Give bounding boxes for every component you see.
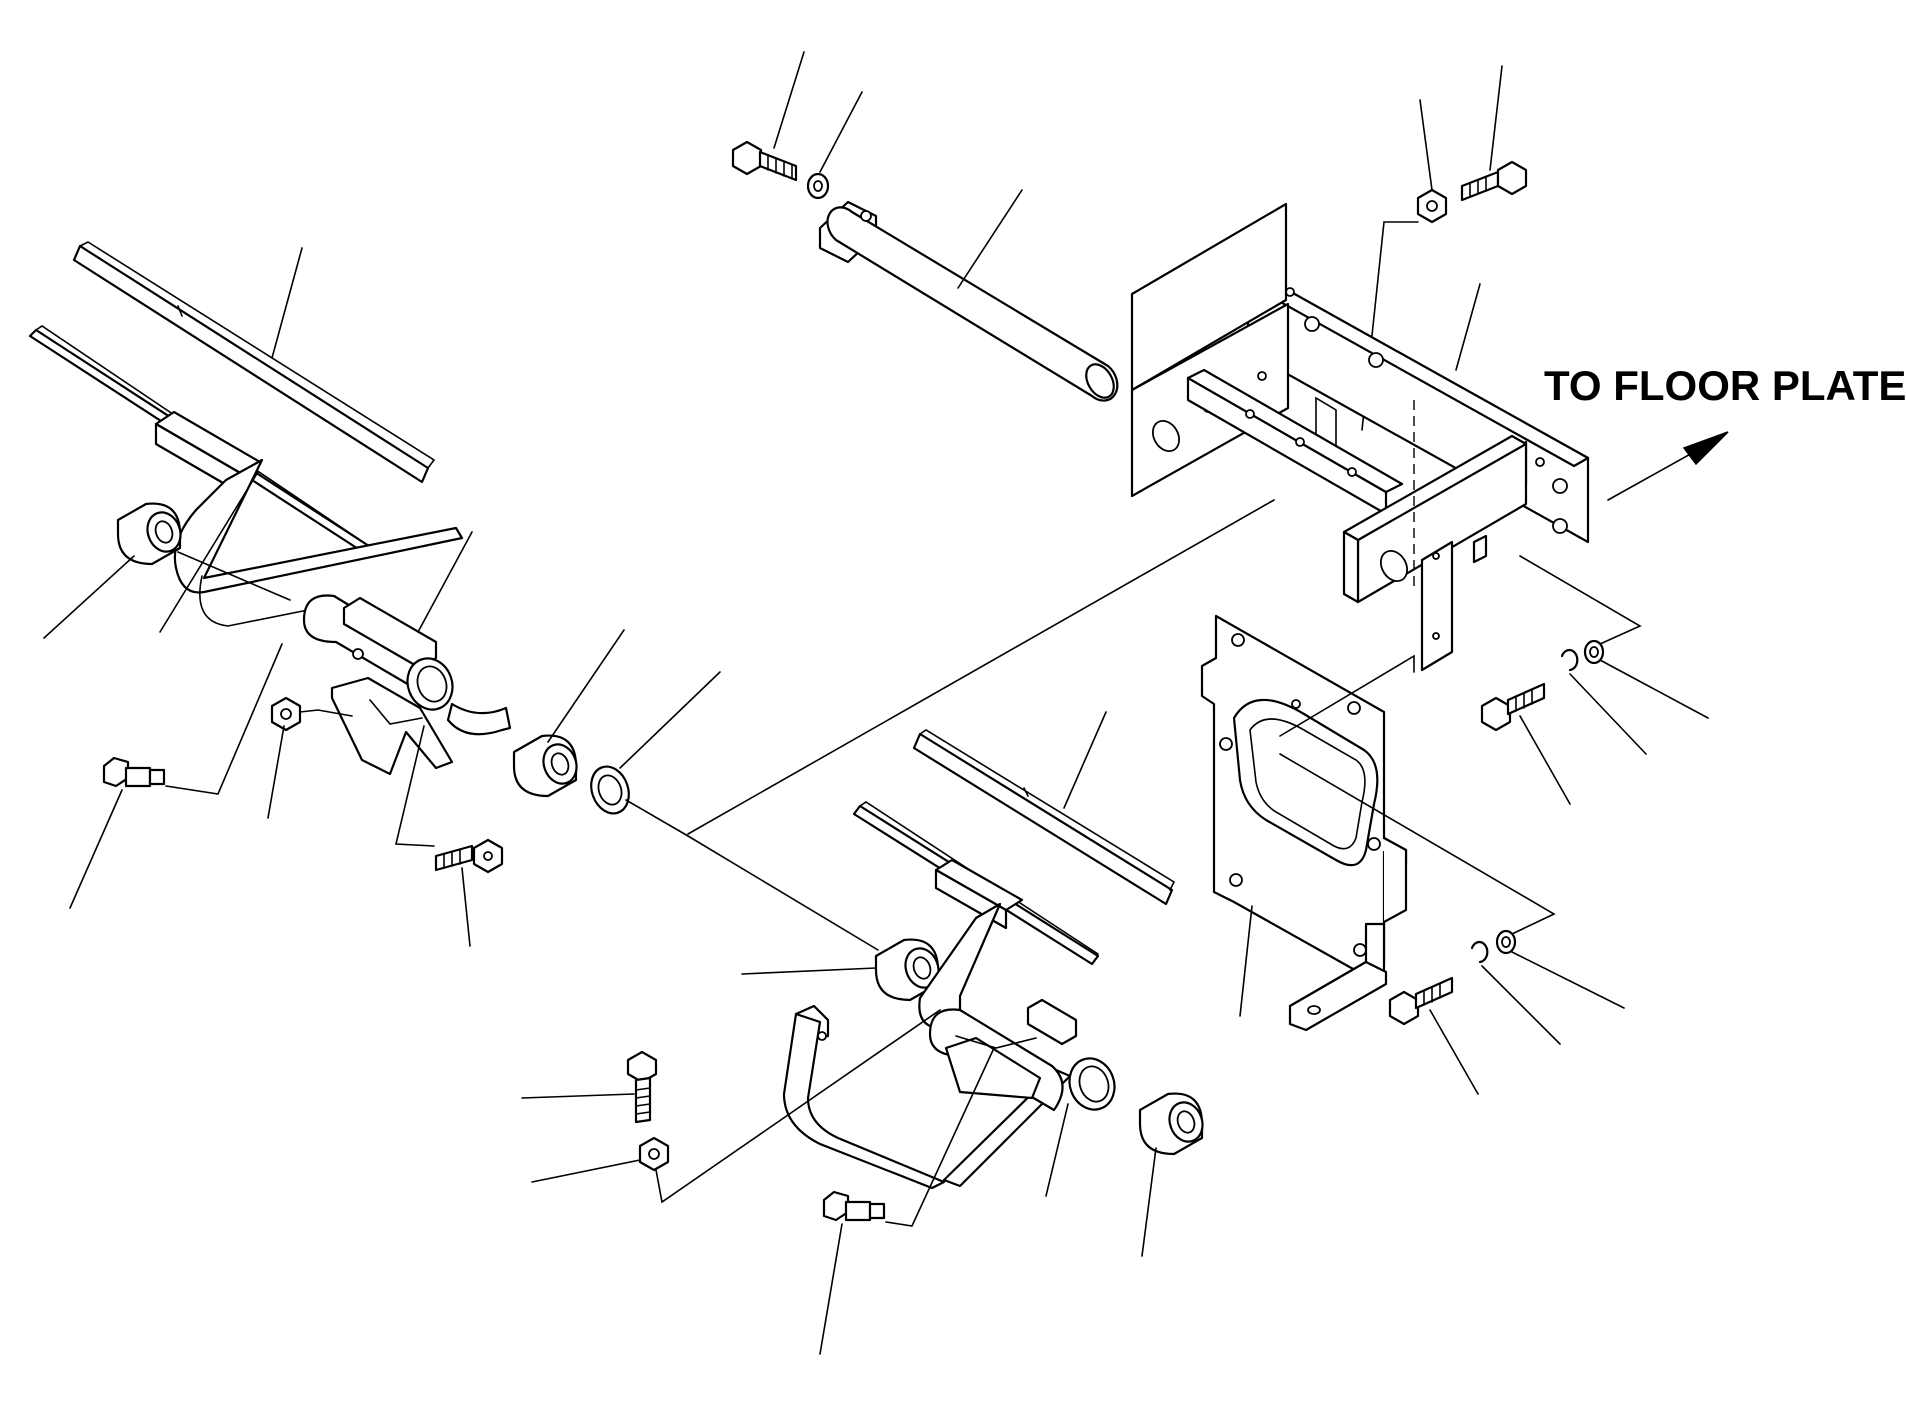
leader-washer-lower-to-plate bbox=[1279, 753, 1556, 935]
leader-left-pad bbox=[271, 247, 303, 359]
leader-right-bushing-lower bbox=[1141, 1147, 1157, 1257]
leader-left-nut-to-hub bbox=[299, 709, 353, 717]
middle-washer bbox=[590, 765, 630, 815]
snap-ring-upper bbox=[1560, 648, 1579, 672]
leader-top-bolt bbox=[773, 51, 805, 149]
leader-left-hub bbox=[417, 531, 473, 633]
leader-top-nut bbox=[1419, 99, 1433, 191]
left-pedal-arm bbox=[154, 410, 464, 633]
leader-right-nut-lower bbox=[531, 1159, 641, 1183]
left-grease-fitting bbox=[102, 756, 166, 788]
left-pedal-hub bbox=[302, 594, 512, 776]
leader-left-bushing-upper bbox=[43, 555, 135, 639]
left-pedal-pad-top bbox=[72, 241, 436, 484]
top-right-bolt bbox=[1460, 160, 1528, 202]
leader-grease-right-to-pedal bbox=[885, 1047, 995, 1227]
snap-ring-lower bbox=[1470, 940, 1489, 964]
leader-washer-upper-right bbox=[1599, 659, 1709, 719]
leader-washer-lower-right bbox=[1511, 951, 1625, 1009]
top-right-nut bbox=[1416, 188, 1448, 224]
leader-left-bolt-to-hub bbox=[395, 725, 435, 847]
leader-bushing-to-pedal bbox=[177, 551, 291, 601]
leader-left-bolt-lower bbox=[461, 867, 471, 947]
leader-right-bushing-upper bbox=[741, 967, 877, 975]
right-pedal-hub bbox=[928, 998, 1116, 1112]
to-floor-plate-label: TO FLOOR PLATE bbox=[1544, 362, 1906, 409]
leader-washer-upper-to-bracket bbox=[1519, 555, 1642, 645]
leader-snap-ring-lower bbox=[1481, 965, 1561, 1045]
leader-shaft bbox=[957, 189, 1023, 289]
leader-plate-to-bracket bbox=[1279, 654, 1415, 737]
leader-right-pad bbox=[1063, 711, 1107, 809]
top-left-bolt bbox=[731, 140, 798, 182]
right-pedal-pad-top bbox=[912, 729, 1176, 906]
pivot-shaft bbox=[818, 200, 1119, 402]
right-bushing-lower bbox=[1138, 1092, 1204, 1156]
leader-snap-ring-upper bbox=[1569, 673, 1647, 755]
leader-bolt-upper-right bbox=[1519, 715, 1571, 805]
right-grease-fitting bbox=[822, 1190, 886, 1222]
right-nut-lower bbox=[638, 1136, 670, 1172]
leader-bolt-lower-right bbox=[1429, 1009, 1479, 1095]
right-bushing-upper bbox=[874, 938, 940, 1002]
leader-bracket bbox=[1455, 283, 1481, 371]
leader-left-nut bbox=[267, 725, 285, 819]
leader-right-nut-to-pedal bbox=[655, 1009, 941, 1204]
leader-top-washer bbox=[819, 91, 863, 173]
to-floor-plate-arrow bbox=[1607, 431, 1729, 501]
leader-grease-left-to-pedal bbox=[165, 643, 283, 795]
leader-grease-left bbox=[69, 789, 123, 909]
left-bushing-upper bbox=[116, 502, 182, 566]
leader-bracket-to-washer bbox=[687, 499, 1275, 835]
leader-right-bolt-vertical bbox=[521, 1093, 635, 1099]
bolt-upper-right bbox=[1480, 682, 1546, 732]
leader-middle-washer bbox=[619, 671, 721, 769]
middle-bushing bbox=[512, 734, 578, 798]
left-bolt-lower bbox=[434, 838, 504, 874]
leader-middle-bushing bbox=[547, 629, 625, 743]
leader-right-hub bbox=[1045, 1103, 1069, 1197]
right-bolt-vertical bbox=[626, 1050, 658, 1124]
leader-top-bolt-right bbox=[1489, 65, 1503, 171]
right-pedal-arm bbox=[782, 858, 1072, 1190]
leader-grease-right bbox=[819, 1223, 843, 1355]
leader-mounting-plate bbox=[1239, 905, 1253, 1017]
mounting-plate bbox=[1200, 614, 1408, 1032]
bolt-lower-right bbox=[1388, 976, 1454, 1026]
pedal-bracket bbox=[1130, 202, 1590, 672]
leader-washer-to-right-pedal bbox=[625, 799, 879, 951]
left-nut bbox=[270, 696, 302, 732]
